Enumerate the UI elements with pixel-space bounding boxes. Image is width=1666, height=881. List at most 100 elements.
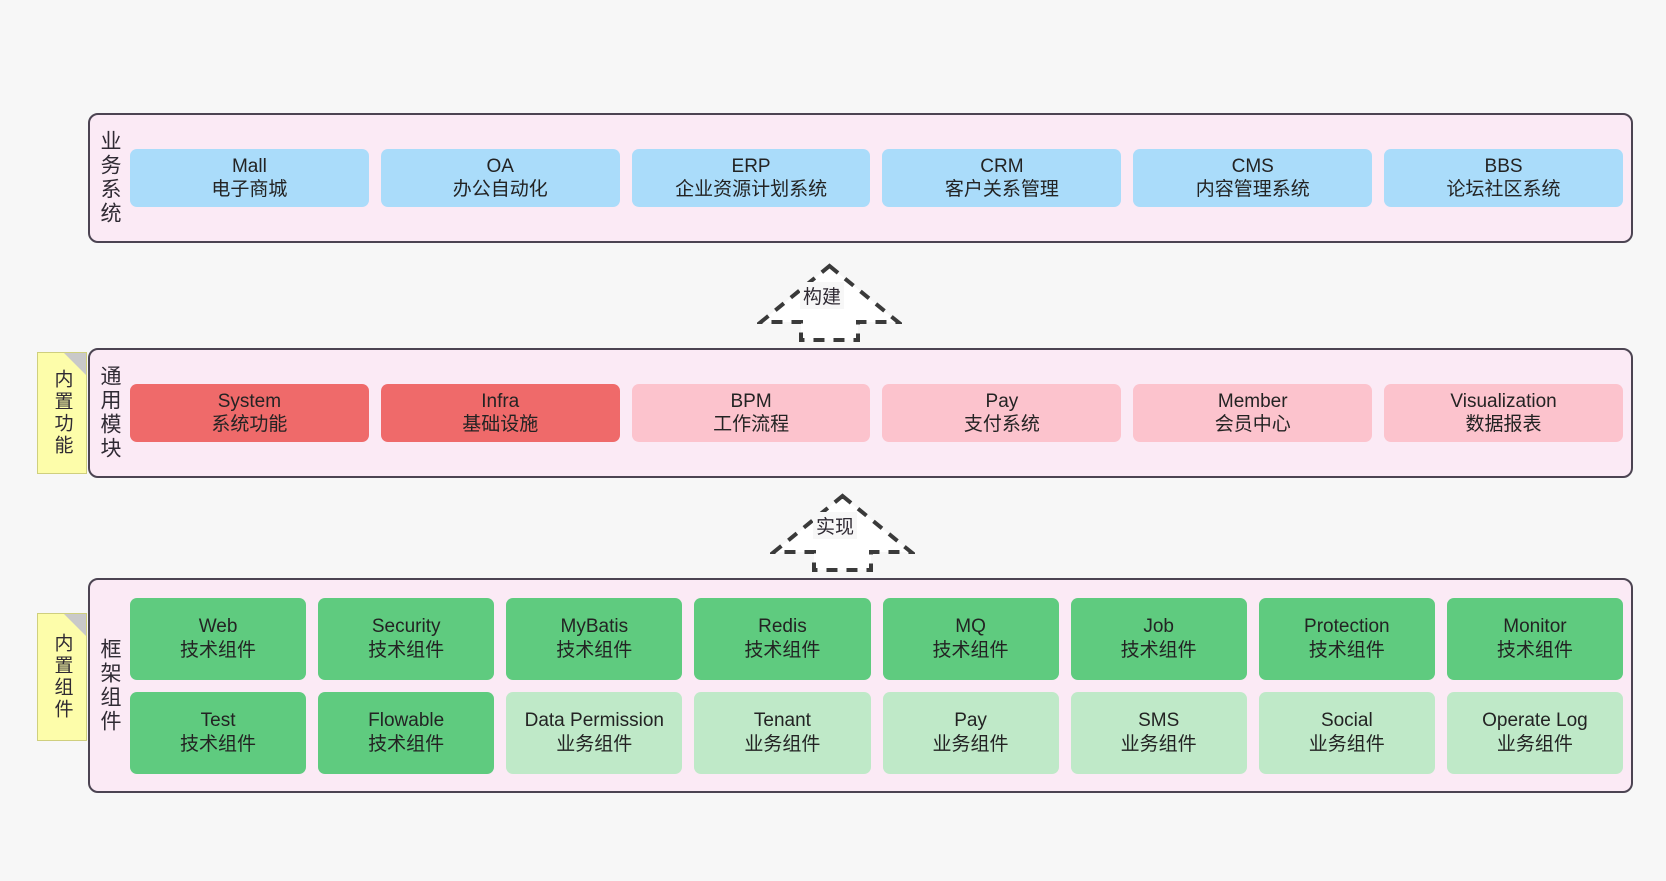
- box-protection[interactable]: Protection 技术组件: [1258, 597, 1435, 680]
- arrow-implement: 实现: [770, 492, 915, 572]
- framework-row-tech: Web 技术组件 Security 技术组件 MyBatis 技术组件 Redi…: [130, 597, 1623, 680]
- box-system-cn: 系统功能: [211, 414, 288, 435]
- layer-business-systems-title: 业务系统: [98, 130, 122, 226]
- box-pay-module[interactable]: Pay 支付系统: [882, 383, 1122, 443]
- box-mq-en: MQ: [955, 616, 986, 638]
- box-monitor-en: Monitor: [1503, 616, 1567, 638]
- note-builtin-features-label: 内置功能: [51, 369, 73, 457]
- box-pay-component[interactable]: Pay 业务组件: [882, 691, 1059, 774]
- box-bpm-en: BPM: [730, 390, 772, 412]
- box-pay-module-en: Pay: [985, 390, 1019, 412]
- box-erp[interactable]: ERP 企业资源计划系统: [631, 148, 871, 208]
- layer-common-modules-title: 通用模块: [98, 365, 122, 461]
- box-web-cn: 技术组件: [180, 639, 257, 661]
- note-builtin-features: 内置功能: [37, 352, 87, 474]
- box-visualization-cn: 数据报表: [1465, 414, 1542, 435]
- box-erp-cn: 企业资源计划系统: [675, 179, 828, 200]
- box-web[interactable]: Web 技术组件: [130, 597, 307, 680]
- box-sms-cn: 业务组件: [1120, 733, 1197, 755]
- box-sms-en: SMS: [1138, 710, 1180, 732]
- box-operate-log[interactable]: Operate Log 业务组件: [1446, 691, 1623, 774]
- box-oa-en: OA: [486, 155, 514, 177]
- box-flowable[interactable]: Flowable 技术组件: [318, 691, 495, 774]
- box-security-en: Security: [371, 616, 441, 638]
- box-flowable-cn: 技术组件: [368, 733, 445, 755]
- box-infra[interactable]: Infra 基础设施: [380, 383, 620, 443]
- box-tenant-cn: 业务组件: [744, 733, 821, 755]
- box-test[interactable]: Test 技术组件: [130, 691, 307, 774]
- box-oa-cn: 办公自动化: [452, 179, 548, 200]
- note-fold-corner-icon: [64, 614, 86, 636]
- box-sms[interactable]: SMS 业务组件: [1070, 691, 1247, 774]
- arrow-build-label: 构建: [800, 282, 845, 309]
- box-cms-en: CMS: [1231, 155, 1274, 177]
- box-data-permission[interactable]: Data Permission 业务组件: [506, 691, 683, 774]
- box-cms-cn: 内容管理系统: [1195, 179, 1310, 200]
- box-system[interactable]: System 系统功能: [130, 383, 369, 443]
- box-crm[interactable]: CRM 客户关系管理: [882, 148, 1122, 208]
- box-mq-cn: 技术组件: [932, 639, 1009, 661]
- box-monitor-cn: 技术组件: [1496, 639, 1573, 661]
- box-bpm-cn: 工作流程: [713, 414, 790, 435]
- note-builtin-components-label: 内置组件: [51, 633, 73, 721]
- box-tenant[interactable]: Tenant 业务组件: [694, 691, 871, 774]
- box-mybatis-cn: 技术组件: [556, 639, 633, 661]
- box-visualization[interactable]: Visualization 数据报表: [1384, 383, 1623, 443]
- box-web-en: Web: [198, 616, 238, 638]
- box-redis-en: Redis: [758, 616, 807, 638]
- box-mq[interactable]: MQ 技术组件: [882, 597, 1059, 680]
- box-mall-en: Mall: [231, 155, 267, 177]
- box-flowable-en: Flowable: [368, 710, 445, 732]
- box-system-en: System: [217, 390, 282, 412]
- box-member-en: Member: [1217, 390, 1288, 412]
- box-test-en: Test: [200, 710, 236, 732]
- box-data-permission-cn: 业务组件: [556, 733, 633, 755]
- box-crm-en: CRM: [980, 155, 1024, 177]
- box-social[interactable]: Social 业务组件: [1258, 691, 1435, 774]
- box-mybatis-en: MyBatis: [560, 616, 629, 638]
- box-pay-component-cn: 业务组件: [932, 733, 1009, 755]
- box-operate-log-cn: 业务组件: [1496, 733, 1573, 755]
- box-tenant-en: Tenant: [753, 710, 811, 732]
- box-pay-module-cn: 支付系统: [963, 414, 1040, 435]
- box-bbs-cn: 论坛社区系统: [1446, 179, 1561, 200]
- box-redis[interactable]: Redis 技术组件: [694, 597, 871, 680]
- layer-business-systems: 业务系统 Mall 电子商城 OA 办公自动化 ERP 企业资源计划系统 CRM…: [88, 113, 1633, 243]
- layer-common-modules: 通用模块 System 系统功能 Infra 基础设施 BPM 工作流程 Pay…: [88, 348, 1633, 478]
- box-mybatis[interactable]: MyBatis 技术组件: [506, 597, 683, 680]
- box-protection-cn: 技术组件: [1308, 639, 1385, 661]
- box-monitor[interactable]: Monitor 技术组件: [1446, 597, 1623, 680]
- box-job-en: Job: [1143, 616, 1174, 638]
- box-security[interactable]: Security 技术组件: [318, 597, 495, 680]
- box-bbs-en: BBS: [1484, 155, 1523, 177]
- box-cms[interactable]: CMS 内容管理系统: [1133, 148, 1373, 208]
- box-security-cn: 技术组件: [368, 639, 445, 661]
- box-crm-cn: 客户关系管理: [944, 179, 1059, 200]
- box-infra-cn: 基础设施: [462, 414, 539, 435]
- box-bpm[interactable]: BPM 工作流程: [631, 383, 871, 443]
- box-infra-en: Infra: [481, 390, 520, 412]
- box-social-en: Social: [1320, 710, 1373, 732]
- arrow-build: 构建: [757, 262, 902, 342]
- layer-business-systems-body: Mall 电子商城 OA 办公自动化 ERP 企业资源计划系统 CRM 客户关系…: [128, 115, 1631, 241]
- box-member[interactable]: Member 会员中心: [1133, 383, 1373, 443]
- layer-framework-components-title: 框架组件: [98, 637, 122, 734]
- box-erp-en: ERP: [731, 155, 771, 177]
- box-redis-cn: 技术组件: [744, 639, 821, 661]
- layer-framework-components: 框架组件 Web 技术组件 Security 技术组件 MyBatis 技术组件: [88, 578, 1633, 793]
- box-data-permission-en: Data Permission: [524, 710, 664, 732]
- layer-common-modules-body: System 系统功能 Infra 基础设施 BPM 工作流程 Pay 支付系统…: [128, 350, 1631, 476]
- note-builtin-components: 内置组件: [37, 613, 87, 741]
- framework-row-business: Test 技术组件 Flowable 技术组件 Data Permission …: [130, 691, 1623, 774]
- box-member-cn: 会员中心: [1214, 414, 1291, 435]
- box-test-cn: 技术组件: [180, 733, 257, 755]
- box-oa[interactable]: OA 办公自动化: [380, 148, 620, 208]
- box-job-cn: 技术组件: [1120, 639, 1197, 661]
- box-job[interactable]: Job 技术组件: [1070, 597, 1247, 680]
- note-fold-corner-icon: [64, 353, 86, 375]
- box-visualization-en: Visualization: [1450, 390, 1557, 412]
- box-mall[interactable]: Mall 电子商城: [130, 148, 369, 208]
- box-bbs[interactable]: BBS 论坛社区系统: [1384, 148, 1623, 208]
- layer-framework-components-body: Web 技术组件 Security 技术组件 MyBatis 技术组件 Redi…: [128, 580, 1631, 791]
